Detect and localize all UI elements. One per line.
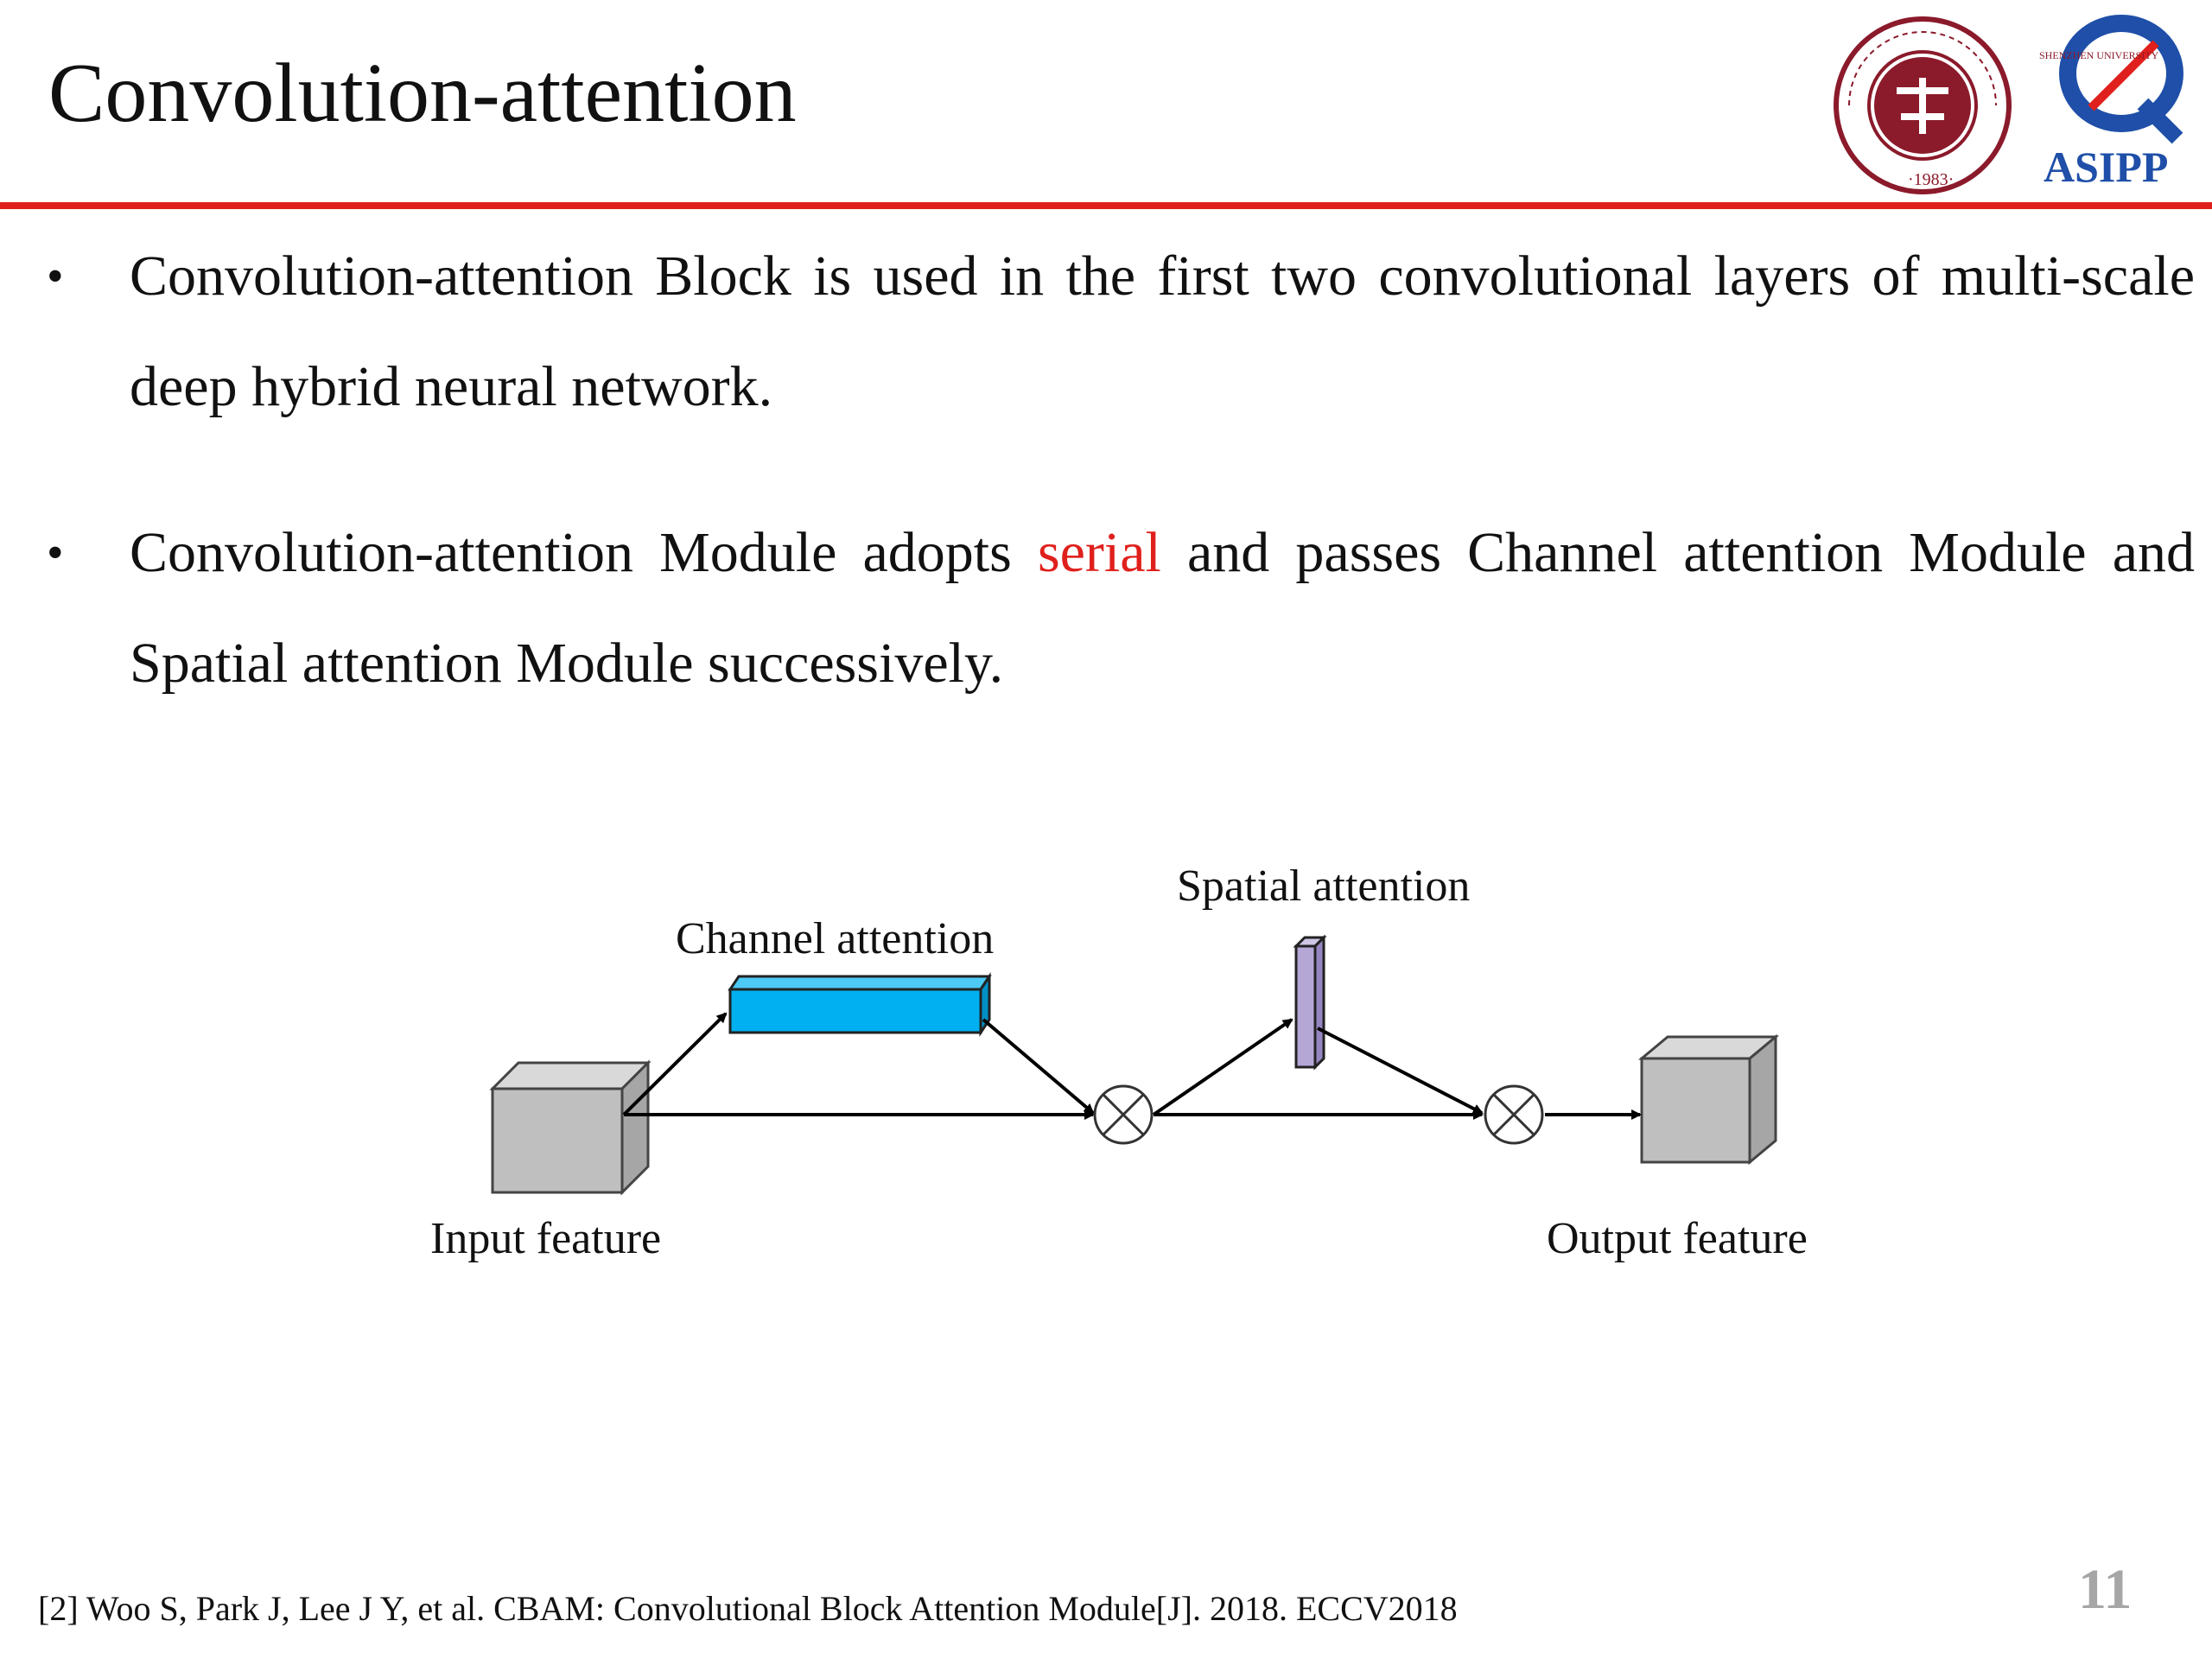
output-feature-cube <box>1637 1033 1780 1166</box>
cbam-diagram: Channel attention Spatial attention Inpu… <box>430 861 1808 1263</box>
page-number: 11 <box>2078 1558 2133 1621</box>
slide-title: Convolution-attention <box>48 47 797 140</box>
output-feature-label: Output feature <box>1547 1214 1808 1263</box>
seal-ring-text: SHENZHEN UNIVERSITY <box>2039 49 2159 61</box>
input-feature-cube <box>489 1059 652 1196</box>
channel-attention-label: Channel attention <box>676 914 994 963</box>
input-feature-label: Input feature <box>430 1214 661 1263</box>
bullet-text: Convolution-attention Block is used in t… <box>130 245 2195 418</box>
bullet-marker: • <box>47 526 64 580</box>
title-divider <box>0 202 2212 209</box>
multiply-operator-2 <box>1484 1084 1544 1145</box>
asipp-label: ASIPP <box>2044 143 2168 191</box>
multiply-operator-1 <box>1093 1084 1154 1145</box>
highlight-serial: serial <box>1037 521 1161 584</box>
bullet-text-start: Convolution-attention Module adopts <box>130 521 1038 584</box>
channel-attention-block <box>728 972 992 1037</box>
bullet-marker: • <box>47 250 64 303</box>
bullet-text-end: and passes Channel attention Module and … <box>130 521 2195 695</box>
citation-footnote: [2] Woo S, Park J, Lee J Y, et al. CBAM:… <box>38 1589 1458 1628</box>
spatial-attention-label: Spatial attention <box>1177 861 1470 911</box>
logo-group: SHENZHEN UNIVERSITY ·1983· ASIPP <box>1834 15 2183 194</box>
bullet-text: Convolution-attention Module adopts seri… <box>130 498 2195 719</box>
connector-arrows <box>622 1012 1642 1120</box>
spatial-attention-block <box>1293 934 1327 1071</box>
seal-year: ·1983· <box>1908 170 1954 189</box>
shenzhen-university-seal-icon <box>1834 16 2012 194</box>
asipp-logo-icon <box>2059 15 2183 144</box>
